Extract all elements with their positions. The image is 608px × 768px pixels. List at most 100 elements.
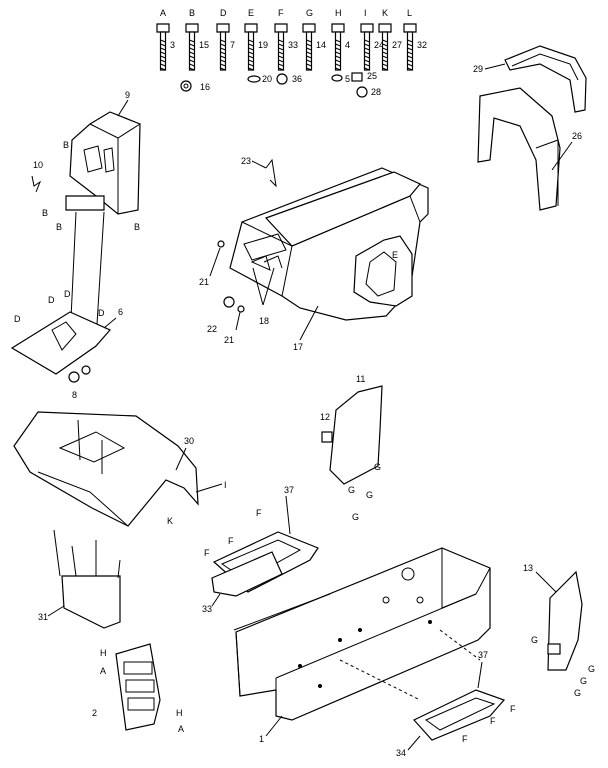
label-16: 16 bbox=[200, 82, 210, 92]
letter-G1: G bbox=[348, 485, 355, 495]
label-26: 26 bbox=[572, 131, 582, 141]
bolt-G: G14 bbox=[302, 8, 326, 71]
part-9-console: 9 bbox=[65, 90, 141, 215]
label-5: 5 bbox=[345, 74, 350, 84]
console-letters: B B B B bbox=[42, 140, 140, 232]
part-13-bracket: 13 G G G G bbox=[523, 563, 595, 698]
label-21b: 21 bbox=[224, 335, 234, 345]
letter-F5: F bbox=[490, 716, 496, 726]
label-21a: 21 bbox=[199, 277, 209, 287]
bolt-L: L 32 bbox=[403, 8, 427, 71]
part-2-panel: 2 H A H A bbox=[92, 643, 184, 734]
bolt-number: 19 bbox=[258, 40, 268, 50]
bolt-letter: L bbox=[407, 8, 412, 18]
label-9: 9 bbox=[125, 90, 130, 100]
label-22: 22 bbox=[207, 324, 217, 334]
letter-B2: B bbox=[42, 208, 48, 218]
bolt-letter: H bbox=[335, 8, 342, 18]
part-18-pins: 18 bbox=[252, 267, 275, 326]
label-36: 36 bbox=[292, 74, 302, 84]
part-8-nuts: 8 bbox=[68, 365, 91, 400]
label-18: 18 bbox=[259, 316, 269, 326]
bolt-number: 27 bbox=[392, 40, 402, 50]
letter-B1: B bbox=[63, 140, 69, 150]
letter-G8: G bbox=[574, 688, 581, 698]
letter-G5: G bbox=[531, 635, 538, 645]
letter-G3: G bbox=[374, 462, 381, 472]
part-30-fender: 30 I K bbox=[13, 411, 227, 527]
letter-D1: D bbox=[14, 314, 21, 324]
letter-D3: D bbox=[64, 289, 71, 299]
letter-K: K bbox=[167, 516, 173, 526]
letter-G2: G bbox=[366, 490, 373, 500]
bolt-D: D7 bbox=[216, 8, 235, 71]
letter-H2: H bbox=[176, 708, 183, 718]
label-2: 2 bbox=[92, 708, 97, 718]
letter-B4: B bbox=[134, 222, 140, 232]
label-23: 23 bbox=[241, 156, 251, 166]
nut-36: 36 bbox=[276, 73, 302, 85]
bolt-letter: I bbox=[364, 8, 367, 18]
bolt-letter: A bbox=[160, 8, 166, 18]
bolt-K: K 27 bbox=[378, 8, 402, 71]
bolt-number: 15 bbox=[199, 40, 209, 50]
washer-5: 5 bbox=[331, 74, 350, 84]
label-12: 12 bbox=[320, 412, 330, 422]
label-28: 28 bbox=[371, 87, 381, 97]
label-1: 1 bbox=[259, 734, 264, 744]
bolt-number: 32 bbox=[417, 40, 427, 50]
letter-F6: F bbox=[462, 734, 468, 744]
letter-G4: G bbox=[352, 512, 359, 522]
nut-16: 16 bbox=[180, 80, 210, 92]
bolt-letter: E bbox=[248, 8, 254, 18]
part-10-wire: 10 bbox=[31, 160, 43, 193]
bolt-number: 3 bbox=[170, 40, 175, 50]
nut-25: 25 bbox=[351, 71, 377, 82]
part-23-clip: 23 bbox=[241, 156, 277, 188]
label-37a: 37 bbox=[284, 485, 294, 495]
part-34-footrest: 37 34 F F F bbox=[396, 650, 516, 758]
bolt-number: 33 bbox=[288, 40, 298, 50]
letter-A1: A bbox=[100, 666, 106, 676]
bolt-E: E 19 bbox=[244, 8, 268, 71]
bolt-H: H4 bbox=[331, 8, 350, 71]
label-37b: 37 bbox=[478, 650, 488, 660]
letter-G6: G bbox=[588, 664, 595, 674]
bolt-number: 14 bbox=[316, 40, 326, 50]
label-13: 13 bbox=[523, 563, 533, 573]
label-30: 30 bbox=[184, 436, 194, 446]
letter-G7: G bbox=[580, 676, 587, 686]
letter-A2: A bbox=[178, 724, 184, 734]
bolt-letter: K bbox=[382, 8, 388, 18]
bolt-I: I 24 bbox=[360, 8, 384, 71]
bolt-number: 24 bbox=[374, 40, 384, 50]
letter-I: I bbox=[224, 480, 227, 490]
label-29: 29 bbox=[473, 64, 483, 74]
part-31-bracket: 31 bbox=[38, 529, 121, 629]
letter-F1: F bbox=[256, 508, 262, 518]
label-31: 31 bbox=[38, 612, 48, 622]
label-6: 6 bbox=[118, 307, 123, 317]
label-25: 25 bbox=[367, 71, 377, 81]
label-33: 33 bbox=[202, 604, 212, 614]
bolt-B: B 15 bbox=[185, 8, 209, 71]
part-29-cover: 29 bbox=[473, 45, 587, 113]
bolt-letter: F bbox=[278, 8, 284, 18]
bolt-A: A3 bbox=[156, 8, 175, 71]
bolt-letter: B bbox=[189, 8, 195, 18]
bolt-number: 7 bbox=[230, 40, 235, 50]
part-11-bracket: 11 12 G G G G bbox=[320, 374, 383, 522]
bolt-number: 4 bbox=[345, 40, 350, 50]
bolt-letter: D bbox=[220, 8, 227, 18]
label-20: 20 bbox=[262, 74, 272, 84]
letter-F2: F bbox=[228, 536, 234, 546]
part-33-footrest-lower: 33 bbox=[202, 551, 283, 614]
nut-28: 28 bbox=[356, 86, 381, 98]
letter-E: E bbox=[392, 250, 398, 260]
letter-D2: D bbox=[48, 295, 55, 305]
washer-20: 20 bbox=[247, 74, 272, 84]
part-21-22-hardware: 21 22 21 bbox=[199, 240, 245, 345]
letter-B3: B bbox=[56, 222, 62, 232]
